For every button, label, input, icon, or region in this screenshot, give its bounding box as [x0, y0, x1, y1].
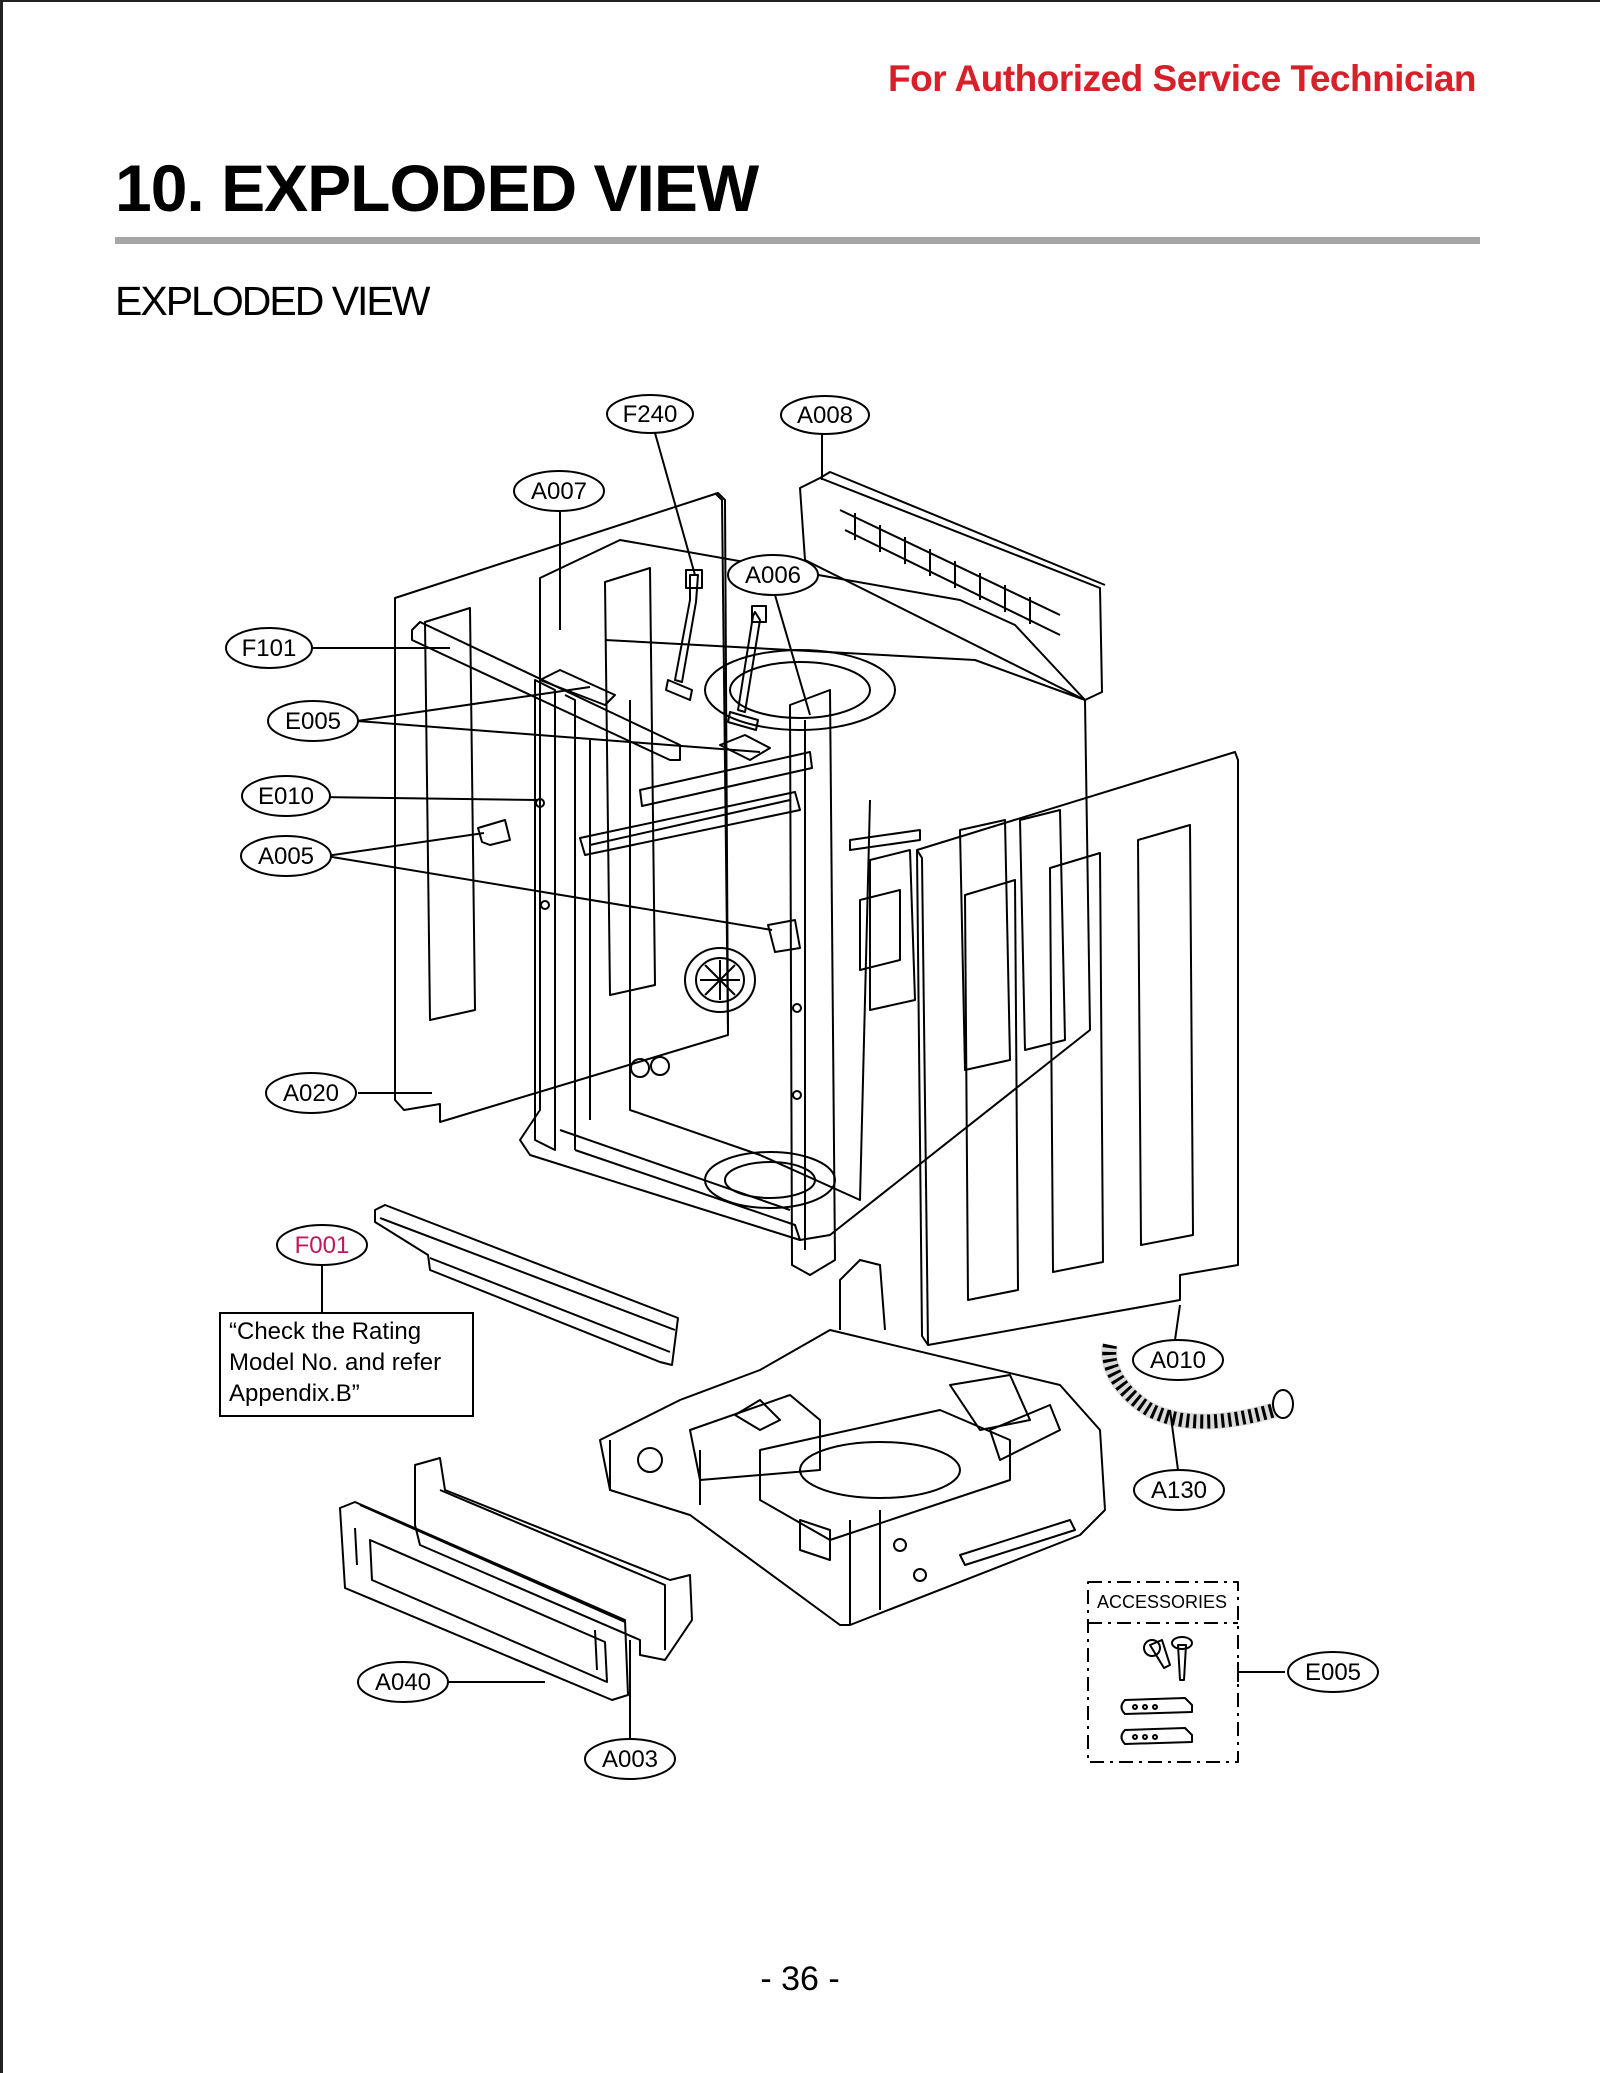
callout-a040: A040 — [357, 1661, 449, 1703]
svg-text:A003: A003 — [602, 1746, 658, 1773]
side-rails — [411, 621, 836, 1276]
callout-a005: A005 — [240, 835, 332, 877]
svg-text:E010: E010 — [258, 783, 314, 810]
svg-text:F240: F240 — [623, 401, 678, 428]
page-number: - 36 - — [760, 1960, 840, 1998]
fill-hoses — [665, 569, 767, 731]
callout-a006: A006 — [727, 554, 819, 596]
rating-note: “Check the Rating Model No. and refer Ap… — [219, 1312, 474, 1417]
callout-f101: F101 — [225, 627, 313, 669]
service-notice: For Authorized Service Technician — [888, 58, 1476, 99]
svg-text:A008: A008 — [797, 402, 853, 429]
toe-kick — [339, 1501, 629, 1701]
section-subtitle: EXPLODED VIEW — [115, 278, 430, 324]
page-border-top — [0, 0, 1600, 2]
front-trim — [374, 1204, 679, 1366]
svg-text:A010: A010 — [1150, 1347, 1206, 1374]
callout-a007: A007 — [513, 470, 605, 512]
callout-e005-acc: E005 — [1287, 1651, 1379, 1693]
callout-f240: F240 — [606, 394, 694, 434]
page-border-left — [0, 0, 3, 2073]
callout-a020: A020 — [265, 1072, 357, 1114]
callout-a130: A130 — [1133, 1469, 1225, 1511]
callout-a003: A003 — [584, 1738, 676, 1780]
callout-e005-top: E005 — [267, 700, 359, 742]
callout-a010: A010 — [1132, 1339, 1224, 1381]
drain-hose — [1101, 1343, 1294, 1430]
rating-note-line-2: Model No. and refer — [229, 1349, 442, 1376]
callout-e010: E010 — [241, 775, 331, 817]
svg-text:F101: F101 — [242, 635, 297, 662]
svg-text:A130: A130 — [1151, 1477, 1207, 1504]
title-rule — [115, 237, 1480, 244]
right-side-panel — [916, 751, 1239, 1346]
svg-text:F001: F001 — [295, 1232, 350, 1259]
tub-body — [519, 539, 1091, 1241]
top-frame — [799, 471, 1106, 701]
svg-text:E005: E005 — [285, 708, 341, 735]
svg-text:A006: A006 — [745, 562, 801, 589]
rating-note-line-3: Appendix.B” — [229, 1380, 360, 1407]
svg-text:A040: A040 — [375, 1669, 431, 1696]
svg-text:A007: A007 — [531, 478, 587, 505]
callout-a008: A008 — [780, 395, 870, 435]
base-assembly — [599, 1259, 1106, 1626]
kickplate-back — [414, 1457, 693, 1661]
rating-note-line-1: “Check the Rating — [229, 1318, 422, 1345]
svg-text:A020: A020 — [283, 1080, 339, 1107]
accessories-label: ACCESSORIES — [1097, 1592, 1228, 1612]
callout-f001: F001 — [276, 1224, 368, 1266]
svg-text:A005: A005 — [258, 843, 314, 870]
section-title: 10. EXPLODED VIEW — [115, 151, 759, 225]
svg-text:E005: E005 — [1305, 1659, 1361, 1686]
left-side-panel — [394, 492, 729, 1123]
